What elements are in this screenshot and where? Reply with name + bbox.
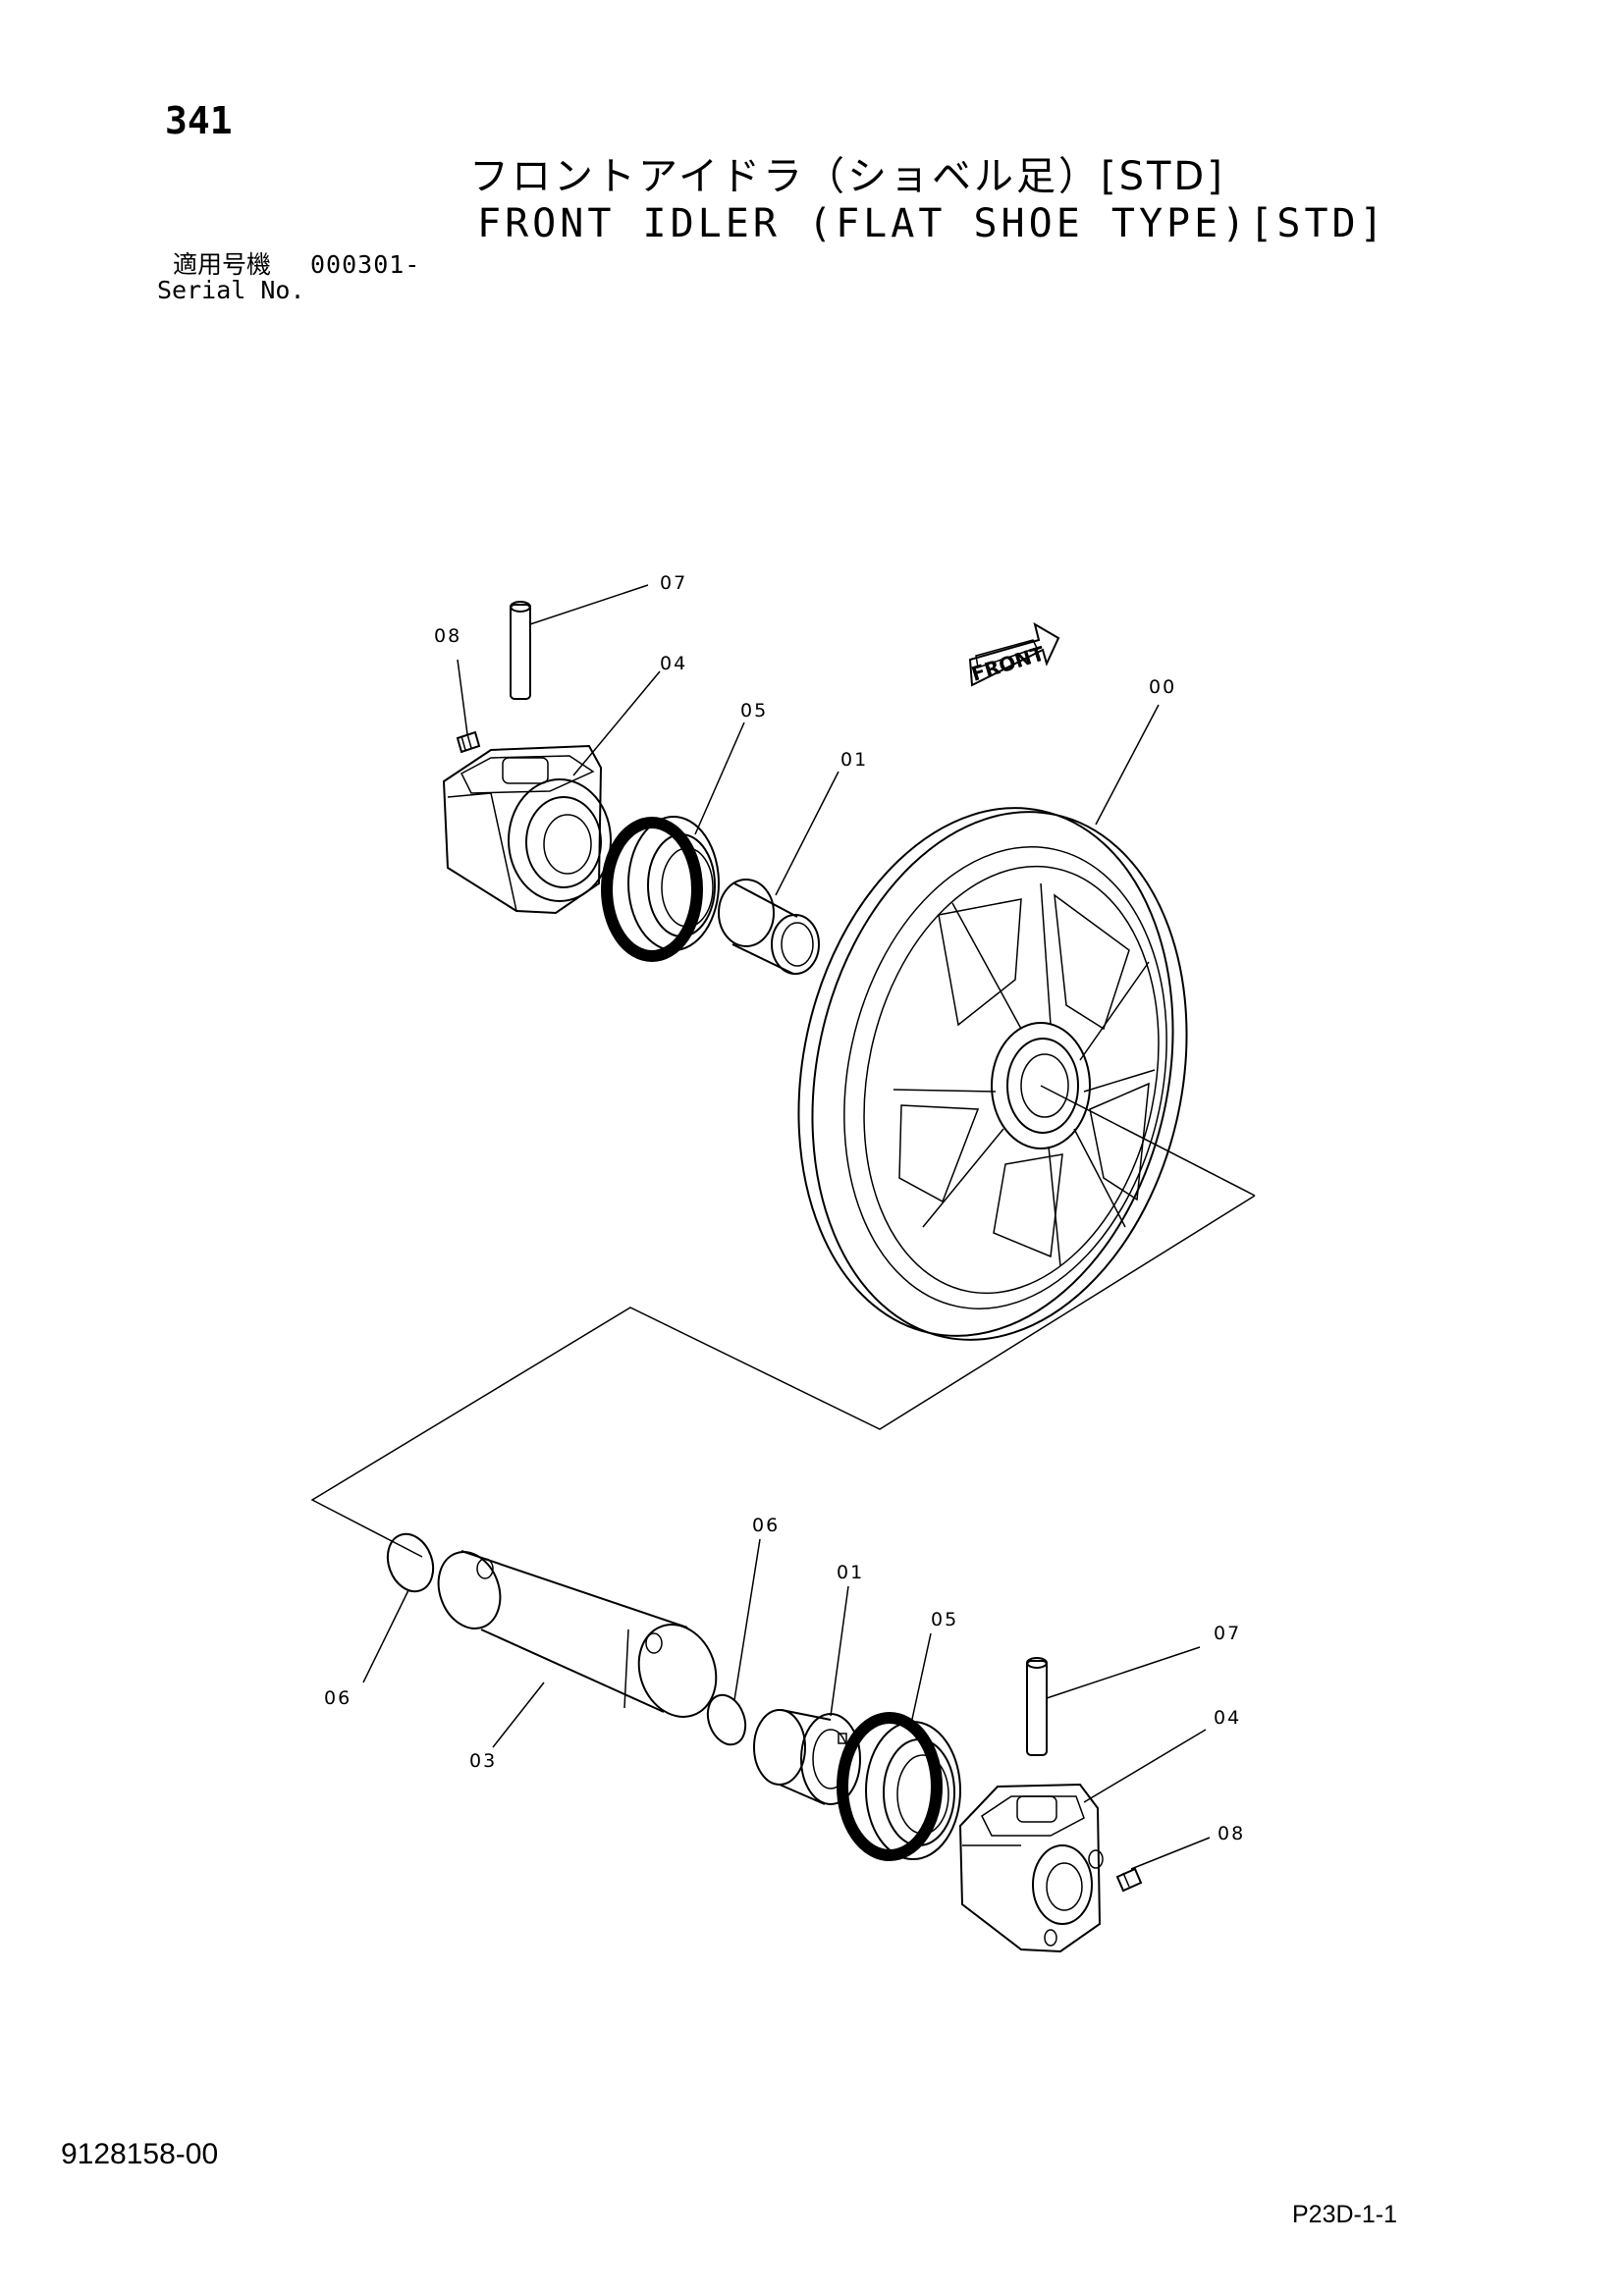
page-title-english: FRONT IDLER (FLAT SHOE TYPE)[STD] [477,201,1387,246]
page-code: P23D-1-1 [1292,2201,1397,2228]
serial-label-japanese: 適用号機 [173,250,272,279]
callout-lower-06-left: 06 [324,1687,352,1709]
lower-o-ring-06-right [706,1693,747,1746]
lower-bracket-04 [958,1783,1104,1953]
lower-o-ring-06-left [386,1532,435,1593]
serial-label-english: Serial No. [157,276,305,304]
upper-screw-08 [456,730,481,754]
callout-lower-07: 07 [1214,1623,1241,1644]
lower-screw-08 [1115,1867,1143,1893]
page-number: 341 [165,99,233,142]
serial-number-value: 000301- [310,250,421,279]
callout-upper-01: 01 [840,749,868,771]
assembly-reference-lines [310,1085,1256,1558]
upper-bushing-01 [718,879,820,975]
upper-floating-seal-05 [601,816,720,962]
callout-upper-08: 08 [434,625,461,647]
lower-floating-seal-05 [837,1712,961,1861]
front-direction-arrow: FRONT [968,621,1060,687]
page-title-japanese: フロントアイドラ（ショベル足）[STD] [469,154,1225,199]
callout-upper-07: 07 [660,572,687,594]
callout-lower-04: 04 [1214,1707,1241,1729]
lower-shaft-03 [437,1550,718,1718]
callout-upper-04: 04 [660,653,687,674]
callout-lower-01: 01 [837,1562,864,1583]
callout-lower-08: 08 [1218,1823,1245,1844]
idler-wheel-00 [797,807,1188,1341]
upper-pin-07 [510,601,531,700]
callout-idler-00: 00 [1149,676,1176,698]
callout-lower-03: 03 [469,1750,497,1772]
callout-upper-05: 05 [740,700,768,721]
callout-lower-06-right: 06 [752,1515,780,1536]
callout-lower-05: 05 [931,1609,958,1630]
lower-pin-07 [1026,1657,1048,1756]
upper-bracket-04 [442,744,612,915]
document-number: 9128158-00 [61,2138,219,2170]
callout-leader-lines [362,584,1211,1870]
